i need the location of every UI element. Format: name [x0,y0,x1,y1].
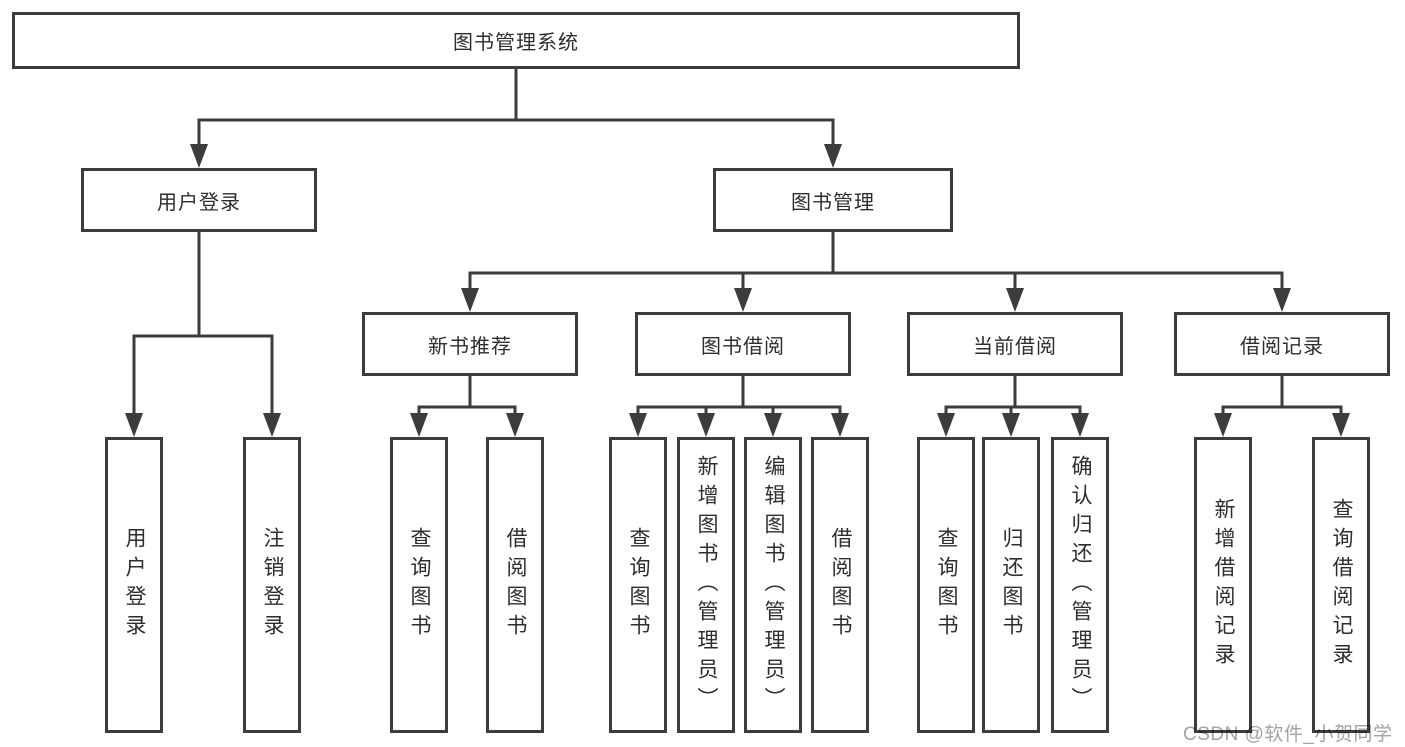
leaf-return-book: 归还图书 [982,437,1040,733]
node-book-management: 图书管理 [713,168,953,232]
node-label: 借阅图书 [504,527,527,643]
node-label: 借阅图书 [829,527,852,643]
node-label: 查询图书 [408,527,431,643]
node-label: 用户登录 [123,527,146,643]
node-label: 新书推荐 [428,335,512,358]
leaf-confirm-return-admin: 确认归还（管理员） [1051,437,1109,733]
leaf-edit-book-admin: 编辑图书（管理员） [744,437,802,733]
node-label: 注销登录 [261,527,284,643]
node-label: 图书管理系统 [453,32,579,54]
node-label: 借阅记录 [1240,335,1324,358]
node-user-login: 用户登录 [81,168,317,232]
leaf-add-borrow-record: 新增借阅记录 [1194,437,1252,733]
node-borrow-records: 借阅记录 [1174,312,1390,376]
node-label: 确认归还（管理员） [1069,454,1092,716]
leaf-query-books-current: 查询图书 [917,437,975,733]
node-label: 图书借阅 [701,335,785,358]
node-label: 查询图书 [627,527,650,643]
node-label: 查询图书 [935,527,958,643]
node-label: 用户登录 [157,191,241,214]
node-new-book-recommend: 新书推荐 [362,312,578,376]
node-label: 当前借阅 [973,335,1057,358]
node-book-borrow: 图书借阅 [635,312,851,376]
leaf-add-book-admin: 新增图书（管理员） [677,437,735,733]
node-label: 图书管理 [791,191,875,214]
node-label: 新增借阅记录 [1212,498,1235,672]
leaf-borrow-books-recommend: 借阅图书 [486,437,544,733]
leaf-query-borrow-record: 查询借阅记录 [1312,437,1370,733]
leaf-borrow-books: 借阅图书 [811,437,869,733]
node-label: 归还图书 [1000,527,1023,643]
csdn-watermark: CSDN @软件_小贺同学 [1183,724,1393,745]
leaf-query-books-borrow: 查询图书 [609,437,667,733]
leaf-user-login: 用户登录 [105,437,163,733]
leaf-logout: 注销登录 [243,437,301,733]
node-label: 查询借阅记录 [1330,498,1353,672]
node-system-root: 图书管理系统 [12,12,1020,69]
node-label: 编辑图书（管理员） [762,454,785,716]
leaf-query-books-recommend: 查询图书 [390,437,448,733]
node-current-borrow: 当前借阅 [907,312,1123,376]
node-label: 新增图书（管理员） [695,454,718,716]
